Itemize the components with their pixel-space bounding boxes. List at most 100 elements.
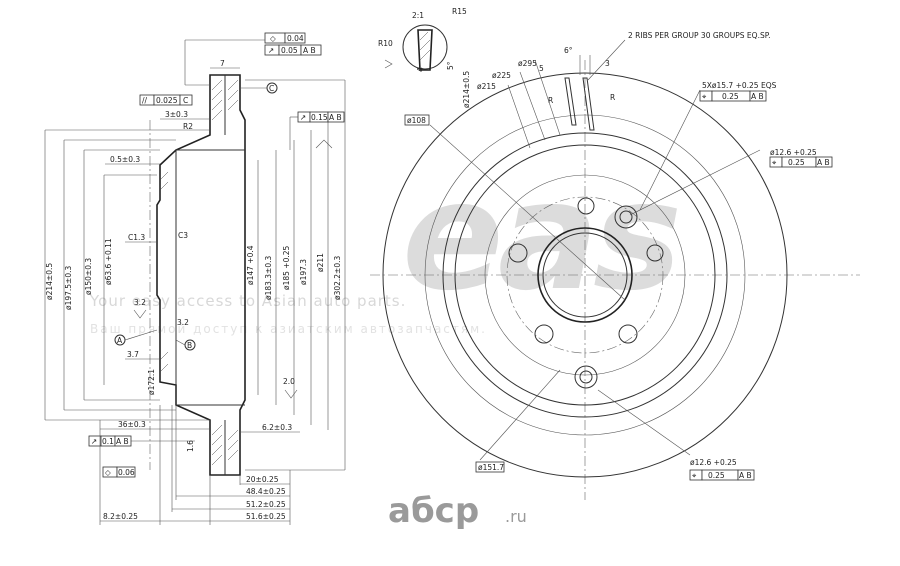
svg-text:A B: A B: [303, 46, 316, 55]
label-phi108: ø108: [404, 114, 430, 126]
dim-phi1973: ø197.3: [299, 259, 308, 285]
dim-r-right: R: [610, 93, 615, 102]
dim-20: 20±0.25: [246, 475, 279, 484]
tolerance-frame-runout-bottom: ↗ 0.1 A B: [88, 435, 132, 447]
hat-ring: [484, 174, 686, 376]
dim-phi126-lower: ø12.6 +0.25: [690, 458, 737, 467]
dim-c13: C1.3: [128, 233, 145, 242]
dim-phi215: ø215: [477, 82, 496, 91]
svg-text:◇: ◇: [270, 34, 276, 43]
watermark-logo: eas: [402, 150, 678, 324]
dim-3-03: 3±0.3: [165, 110, 188, 119]
bolt-hole-5: [508, 243, 528, 263]
tolerance-frame-flatness: ◇ 0.04: [264, 32, 306, 44]
bolt-circle: [506, 196, 664, 354]
disc-profile: [156, 74, 246, 476]
detail-scale: 2:1: [412, 11, 424, 20]
watermark-line-ru: Ваш прямой доступ к азиатским автозапчас…: [90, 322, 487, 336]
dim-51-2: 51.2±0.25: [246, 500, 286, 509]
dim-phi225: ø225: [492, 71, 511, 80]
center-bore: [537, 227, 633, 323]
dim-3-7: 3.7: [127, 350, 139, 359]
dim-phi147: ø147 +0.4: [246, 245, 255, 285]
svg-text:C: C: [183, 96, 188, 105]
friction-inner: [442, 132, 728, 418]
front-view: 2:1 R15 R10 4 5° ø214±0.5 2 RIBS PER GRO…: [370, 7, 860, 500]
ribs-note: 2 RIBS PER GROUP 30 GROUPS EQ.SP.: [628, 31, 770, 40]
tolerance-frame-runout-top: ↗ 0.05 A B: [264, 44, 322, 56]
dim-phi150: ø150±0.3: [84, 258, 93, 295]
dim-6-2: 6.2±0.3: [262, 423, 292, 432]
svg-text://: //: [142, 96, 148, 105]
svg-text:↗: ↗: [300, 113, 306, 122]
dim-6deg: 6°: [564, 46, 573, 55]
bolt-hole-4: [534, 324, 554, 344]
watermark-line-en: Your easy access to Asian auto parts.: [89, 292, 406, 310]
dim-c3: C3: [178, 231, 188, 240]
outer-edge: [382, 72, 788, 478]
dim-phi126-upper: ø12.6 +0.25: [770, 148, 817, 157]
bolt-holes: [508, 197, 664, 389]
dim-phi211: ø211: [316, 253, 325, 272]
detail-view: 2:1 R15 R10 4 5°: [378, 7, 467, 72]
dim-5: 5: [539, 64, 544, 73]
section-hatching: [159, 79, 239, 466]
dim-phi214: ø214±0.5: [45, 263, 54, 300]
dim-7: 7: [220, 59, 225, 68]
svg-text:0.25: 0.25: [708, 471, 725, 480]
svg-text:A: A: [117, 336, 123, 345]
tolerance-frame-parallel: // 0.025 C: [139, 94, 193, 106]
bolt-hole-1: [614, 205, 638, 229]
svg-text:0.025: 0.025: [156, 96, 178, 105]
svg-text:B: B: [187, 341, 192, 350]
abcp-logo-text: aбcp: [388, 491, 479, 531]
bolt-hole-7: [574, 365, 598, 389]
svg-text:◇: ◇: [105, 468, 111, 477]
detail-4: 4: [416, 67, 425, 72]
svg-text:0.04: 0.04: [287, 34, 304, 43]
svg-text:A B: A B: [751, 92, 764, 101]
bolt-hole-2: [646, 244, 664, 262]
dim-phi1833: ø183.3±0.3: [264, 256, 273, 300]
bolt-hole-3: [618, 324, 638, 344]
watermark: eas Your easy access to Asian auto parts…: [89, 150, 684, 336]
abcp-logo: aбcp .ru: [388, 491, 527, 531]
svg-text:↗: ↗: [268, 46, 274, 55]
svg-text:↗: ↗: [91, 437, 97, 446]
dim-05: 0.5±0.3: [110, 155, 140, 164]
datum-c: C: [240, 82, 278, 94]
dim-r-left: R: [548, 96, 553, 105]
phi126-lower-frame: ⌖ 0.25 A B: [689, 469, 755, 481]
dim-phi185: ø185 +0.25: [282, 246, 291, 290]
dim-51-6: 51.6±0.25: [246, 512, 286, 521]
dim-phi1721: ø172.1: [147, 369, 156, 395]
svg-text:⌖: ⌖: [702, 92, 707, 101]
abcp-domain: .ru: [505, 507, 527, 526]
svg-text:A B: A B: [817, 158, 830, 167]
svg-text:⌖: ⌖: [772, 158, 777, 167]
svg-text:0.25: 0.25: [788, 158, 805, 167]
dim-1-6: 1.6: [186, 440, 195, 452]
svg-text:A B: A B: [739, 471, 752, 480]
bolt-hole-6: [577, 197, 595, 215]
tolerance-frame-flatness-bottom: ◇ 0.06: [102, 466, 136, 478]
phi126-upper-frame: ⌖ 0.25 A B: [769, 156, 833, 168]
label-phi1517: ø151.7: [475, 461, 505, 473]
tolerance-frame-runout-right: ↗ 0.15 A B: [297, 111, 345, 123]
hat-outer: [454, 144, 716, 406]
center-bore-chamfer: [542, 232, 628, 318]
dim-phi1975: ø197.5±0.3: [64, 266, 73, 310]
dim-phi295: ø295: [518, 59, 537, 68]
svg-text:A B: A B: [116, 437, 129, 446]
dim-3-2a: 3.2: [134, 298, 146, 307]
dim-phi636: ø63.6 +0.11: [104, 238, 113, 285]
holes-5x-frame: ⌖ 0.25 A B: [699, 90, 767, 102]
svg-text:C: C: [269, 84, 274, 93]
svg-text:A B: A B: [329, 113, 342, 122]
svg-text:ø108: ø108: [407, 116, 426, 125]
dim-2-0: 2.0: [283, 377, 295, 386]
detail-r10: R10: [378, 39, 393, 48]
svg-text:0.1: 0.1: [102, 437, 114, 446]
dim-48-4: 48.4±0.25: [246, 487, 286, 496]
